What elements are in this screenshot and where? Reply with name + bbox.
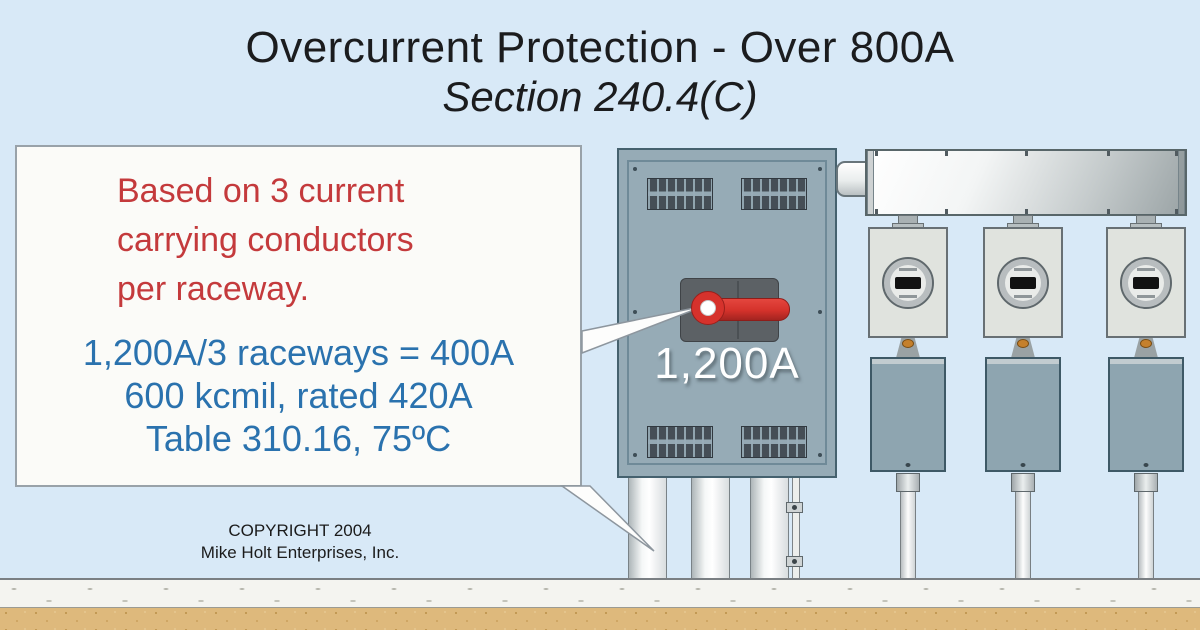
round-watt-meter-icon <box>882 257 934 309</box>
louvered-vent-icon <box>647 426 713 458</box>
gutter-screw-icon <box>1175 151 1178 156</box>
ground-conductor <box>792 478 800 579</box>
copyright-line2: Mike Holt Enterprises, Inc. <box>200 543 400 562</box>
screw-icon <box>633 167 637 171</box>
meter-dial-line <box>1014 268 1032 271</box>
meter-stack <box>1086 215 1200 580</box>
gutter-screw-icon <box>945 151 948 156</box>
auxiliary-gutter <box>865 149 1187 216</box>
conductors-note-text: Based on 3 current carrying conductors p… <box>117 172 414 308</box>
meter-register <box>1133 277 1159 289</box>
meter-dial-line <box>899 295 917 298</box>
gutter-screw-icon <box>1025 151 1028 156</box>
disconnect-lid <box>1110 359 1182 364</box>
gutter-screw-icon <box>1107 151 1110 156</box>
knockout-icon <box>1020 463 1026 467</box>
page-subtitle-code-section: Section 240.4(C) <box>442 73 758 120</box>
conduit-coupling <box>896 473 920 492</box>
conduit-coupling <box>1134 473 1158 492</box>
pivot-center <box>700 300 716 316</box>
service-conduit <box>691 478 730 579</box>
louvered-vent-icon <box>741 178 807 210</box>
hub-locknut-icon <box>1017 339 1029 348</box>
knockout-icon <box>905 463 911 467</box>
meter-stack <box>848 215 968 580</box>
breaker-rating-label: 1,200A <box>654 339 800 388</box>
gutter-screw-icon <box>1025 209 1028 214</box>
disconnect-lid <box>987 359 1059 364</box>
disconnect-lid <box>872 359 944 364</box>
gutter-end-cap <box>1178 151 1185 214</box>
screw-icon <box>818 453 822 457</box>
gutter-screw-icon <box>1107 209 1110 214</box>
page-title: Overcurrent Protection - Over 800A <box>245 23 955 72</box>
copyright-notice: COPYRIGHT 2004 Mike Holt Enterprises, In… <box>60 520 540 564</box>
riser-conduit <box>900 492 916 579</box>
gutter-screw-icon <box>1175 209 1178 214</box>
earth-ground <box>0 608 1200 630</box>
meter-dial-line <box>1014 295 1032 298</box>
meter-register <box>1010 277 1036 289</box>
screw-icon <box>818 310 822 314</box>
louvered-vent-icon <box>741 426 807 458</box>
screw-icon <box>818 167 822 171</box>
service-conduit <box>750 478 789 579</box>
gutter-screw-icon <box>875 209 878 214</box>
louvered-vent-icon <box>647 178 713 210</box>
screw-icon <box>633 310 637 314</box>
riser-conduit <box>1015 492 1031 579</box>
meter-register <box>895 277 921 289</box>
meter-stack <box>963 215 1083 580</box>
meter-dial-line <box>1137 268 1155 271</box>
ground-clamp-icon <box>786 502 803 513</box>
gutter-end-cap <box>867 151 874 214</box>
conduit-coupling <box>1011 473 1035 492</box>
screw-icon <box>633 453 637 457</box>
knockout-icon <box>1143 463 1149 467</box>
round-watt-meter-icon <box>997 257 1049 309</box>
round-pivot-icon <box>691 291 725 325</box>
meter-dial-line <box>1137 295 1155 298</box>
ground-clamp-icon <box>786 556 803 567</box>
callout-box: Based on 3 current carrying conductors p… <box>15 145 582 487</box>
riser-conduit <box>1138 492 1154 579</box>
disconnect-box <box>985 357 1061 472</box>
concrete-pad <box>0 578 1200 608</box>
gutter-screw-icon <box>875 151 878 156</box>
hub-locknut-icon <box>902 339 914 348</box>
meter-dial-line <box>899 268 917 271</box>
gutter-nipple-conduit <box>836 161 867 197</box>
copyright-line1: COPYRIGHT 2004 <box>228 521 372 540</box>
hub-locknut-icon <box>1140 339 1152 348</box>
main-disconnect-panel: 1,200A <box>617 148 837 478</box>
round-watt-meter-icon <box>1120 257 1172 309</box>
disconnect-box <box>1108 357 1184 472</box>
disconnect-box <box>870 357 946 472</box>
ampacity-calc-text: 1,200A/3 raceways = 400A 600 kcmil, rate… <box>82 332 515 459</box>
service-conduit <box>628 478 667 579</box>
gutter-screw-icon <box>945 209 948 214</box>
